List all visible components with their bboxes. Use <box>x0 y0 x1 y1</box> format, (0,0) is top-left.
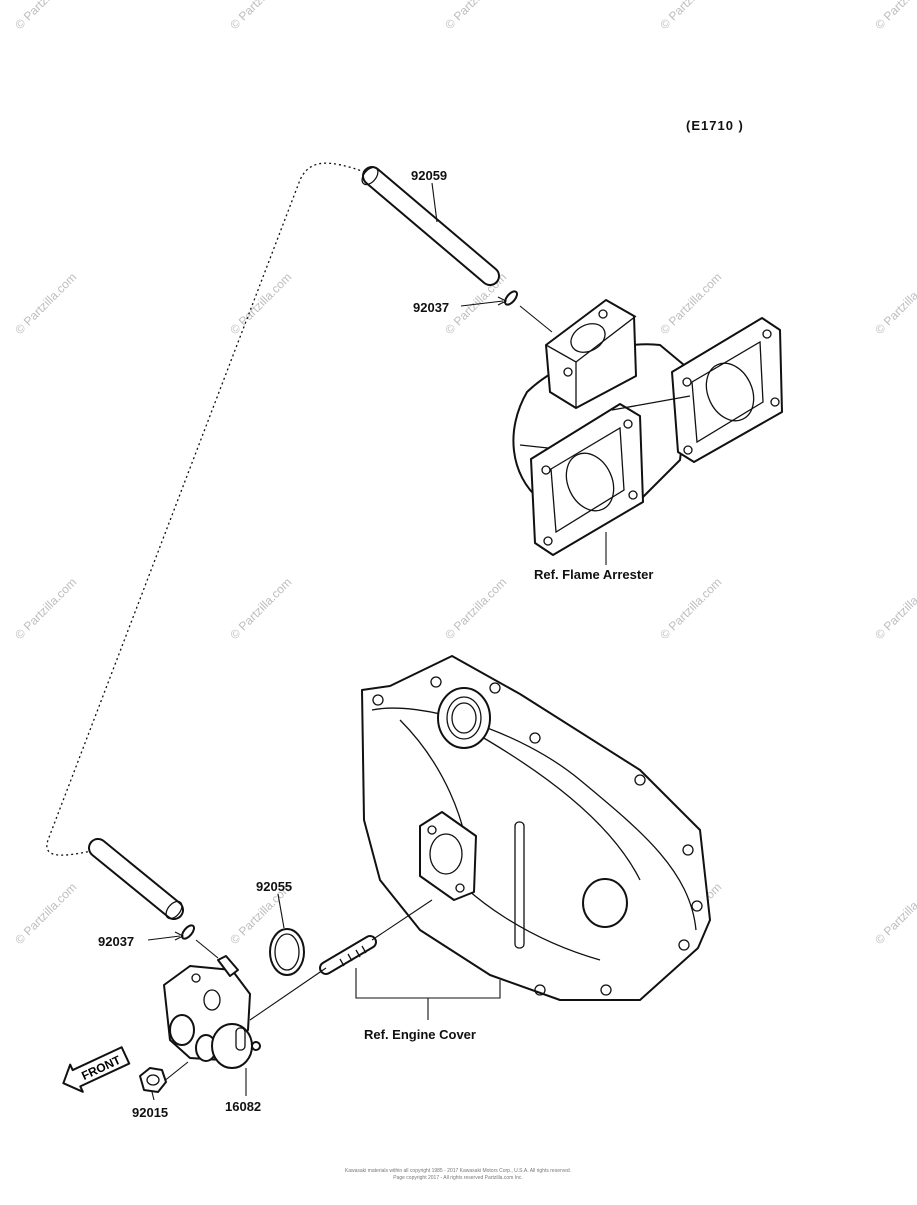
diagram-code: (E1710 ) <box>686 118 744 133</box>
watermark-text: © Partzilla.com <box>12 575 79 642</box>
watermark-text: © Partzilla.com <box>442 575 509 642</box>
footer-copyright-line2: Page copyright 2017 - All rights reserve… <box>393 1175 523 1181</box>
part-label-16082: 16082 <box>225 1099 261 1114</box>
part-label-92037-lower: 92037 <box>98 934 134 949</box>
hose-route-line <box>46 162 366 856</box>
watermark-text: © Partzilla.com <box>872 0 917 32</box>
o-ring-92055[interactable] <box>269 928 305 976</box>
watermark-text: © Partzilla.com <box>227 0 294 32</box>
watermark-text: © Partzilla.com <box>12 880 79 947</box>
watermark-text: © Partzilla.com <box>657 575 724 642</box>
watermark-text: © Partzilla.com <box>12 270 79 337</box>
watermark-text: © Partzilla.com <box>227 270 294 337</box>
part-label-92055: 92055 <box>256 879 292 894</box>
flame-arrester <box>512 299 783 556</box>
leader-92037-upper <box>460 300 504 307</box>
fitting-16082[interactable] <box>163 955 261 1069</box>
leader-92059 <box>431 182 438 223</box>
watermark-text: © Partzilla.com <box>657 0 724 32</box>
leader-92037-lower <box>147 935 181 941</box>
watermark-text: © Partzilla.com <box>872 270 917 337</box>
ref-flame-arrester-label: Ref. Flame Arrester <box>534 567 653 582</box>
watermark-text: © Partzilla.com <box>227 575 294 642</box>
leader-92055 <box>277 893 285 929</box>
part-label-92059: 92059 <box>411 168 447 183</box>
clip-92037-upper[interactable] <box>503 289 519 306</box>
part-label-92037-upper: 92037 <box>413 300 449 315</box>
part-label-92015: 92015 <box>132 1105 168 1120</box>
footer-copyright-line1: Kawasaki materials within all copyright … <box>345 1168 571 1174</box>
stud <box>319 935 377 975</box>
watermark-text: © Partzilla.com <box>12 0 79 32</box>
bracket-engine-cover <box>355 968 501 999</box>
ref-engine-cover-label: Ref. Engine Cover <box>364 1027 476 1042</box>
watermark-text: © Partzilla.com <box>872 880 917 947</box>
watermark-text: © Partzilla.com <box>442 0 509 32</box>
hose-92059[interactable] <box>359 164 500 286</box>
engine-cover <box>361 655 711 1001</box>
clip-92037-lower[interactable] <box>180 923 196 940</box>
watermark-text: © Partzilla.com <box>657 270 724 337</box>
front-arrow-icon: FRONT <box>62 1046 131 1093</box>
watermark-text: © Partzilla.com <box>442 270 509 337</box>
hose-lower <box>88 838 184 920</box>
watermark-text: © Partzilla.com <box>872 575 917 642</box>
leader-92015 <box>151 1091 155 1101</box>
nut-92015[interactable] <box>139 1067 167 1093</box>
